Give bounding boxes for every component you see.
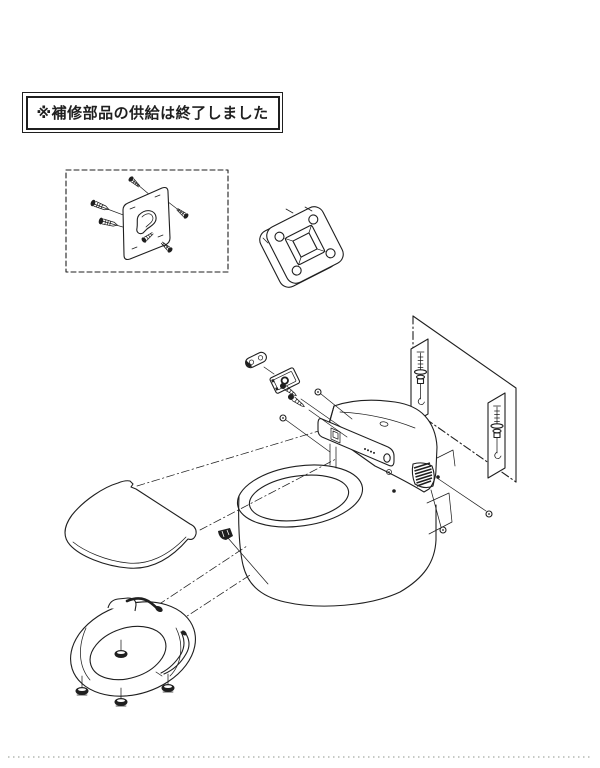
square-flange-plate bbox=[259, 206, 344, 288]
side-grille bbox=[411, 462, 435, 489]
screw-icon bbox=[176, 208, 189, 219]
screw-icon bbox=[160, 241, 173, 253]
seat-lid bbox=[64, 480, 233, 569]
screw-icon bbox=[128, 176, 141, 188]
fixing-bolt-icon bbox=[490, 405, 504, 460]
washlet-main-unit bbox=[317, 399, 456, 493]
screw-icon bbox=[141, 232, 154, 243]
top-small-parts bbox=[245, 351, 353, 453]
seat-bumper-feet bbox=[75, 639, 175, 707]
seat-ring bbox=[70, 597, 196, 707]
anchor-icon bbox=[90, 199, 110, 211]
fixing-bolt-panel-2 bbox=[487, 392, 506, 479]
screw-icon bbox=[288, 394, 305, 408]
lid-damper-cap bbox=[218, 528, 233, 540]
dashed-box bbox=[65, 169, 229, 273]
toilet-bowl bbox=[236, 464, 453, 607]
wall-mount-bracket-kit bbox=[90, 176, 189, 261]
anchor-icon bbox=[98, 217, 118, 227]
fixing-bolt-panel-1 bbox=[410, 338, 429, 425]
unit-front-bracket bbox=[317, 418, 395, 475]
supply-ended-notice-text: ※補修部品の供給は終了しました bbox=[25, 95, 280, 130]
small-mounting-plate bbox=[269, 367, 301, 394]
seat-ring-hose bbox=[107, 597, 163, 613]
screw-icon bbox=[280, 383, 297, 397]
mounting-clip bbox=[245, 351, 267, 369]
assembly-leader-lines bbox=[136, 422, 493, 623]
supply-ended-notice: ※補修部品の供給は終了しました bbox=[22, 92, 284, 133]
fixing-bolt-icon bbox=[413, 351, 428, 406]
